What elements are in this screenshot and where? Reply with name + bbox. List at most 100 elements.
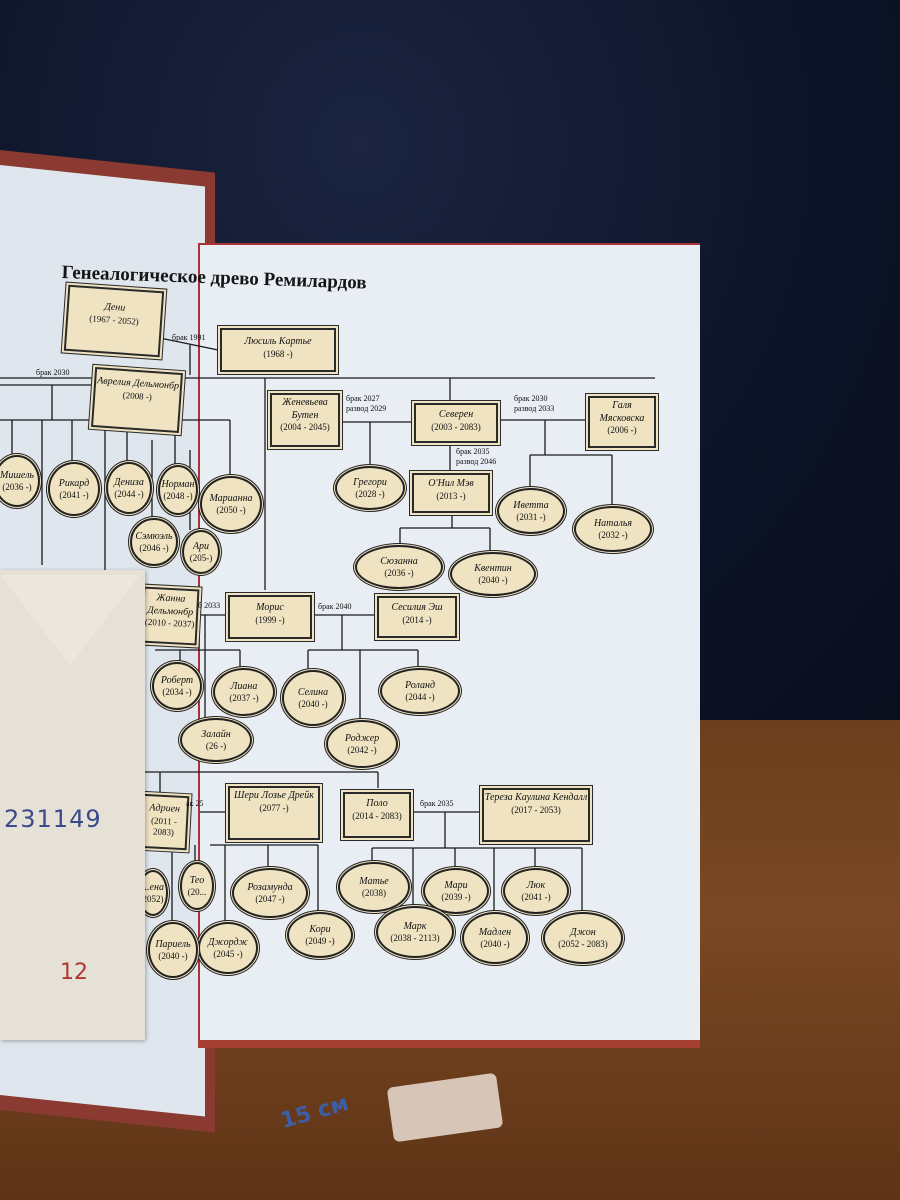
oval-years: (2048 -): [163, 490, 193, 501]
oval-years: (2044 -): [405, 691, 435, 702]
oval-dzhordzh: Джордж(2045 -): [198, 922, 258, 974]
oval-name: Марк: [403, 920, 427, 932]
node-lyusil: Люсиль Картье (1968 -): [220, 328, 336, 372]
node-years: (2077 -): [259, 802, 289, 813]
node-years: (2011 - 2083): [150, 814, 178, 838]
node-years: (2003 - 2083): [431, 421, 481, 432]
note-marriage: брак 1991: [172, 333, 206, 342]
oval-marianna: Марианна(2050 -): [200, 476, 262, 532]
node-avrelia: Аврелия Дельмонбр (2008 -): [91, 367, 183, 433]
oval-years: (2039 -): [441, 891, 471, 902]
oval-roland: Роланд(2044 -): [380, 668, 460, 714]
node-years: (2017 - 2053): [511, 804, 561, 815]
oval-years: (2042 -): [347, 744, 377, 755]
oval-name: Норман: [161, 478, 195, 490]
oval-name: Матье: [359, 875, 389, 887]
oval-ivetta: Иветта(2031 -): [497, 488, 565, 534]
oval-name: Наталья: [593, 517, 633, 529]
node-name: Жанна Дельмонбр: [147, 592, 194, 618]
handwritten-number: 231149: [4, 805, 102, 833]
oval-name: Розамунда: [247, 881, 293, 893]
note-marriage: брак 2035 развод 2046: [456, 447, 497, 466]
note-marriage: брак 2027 развод 2029: [346, 394, 387, 413]
oval-years: (2052 - 2083): [558, 938, 608, 949]
node-polo: Поло (2014 - 2083): [343, 792, 411, 838]
node-name: Северен: [438, 409, 474, 420]
oval-zalain: Залайн(26 -): [180, 718, 252, 762]
oval-years: (2045 -): [213, 948, 243, 959]
oval-natalya: Наталья(2032 -): [574, 506, 652, 552]
oval-kventin: Квентин(2040 -): [450, 552, 536, 596]
node-severen: Северен (2003 - 2083): [414, 403, 498, 443]
oval-name: ...ена: [142, 881, 164, 893]
oval-rodzher: Роджер(2042 -): [326, 720, 398, 768]
oval-name: Мари: [444, 879, 468, 891]
oval-years: (2028 -): [355, 488, 385, 499]
oval-name: Люк: [526, 879, 546, 891]
oval-years: (2038): [362, 887, 386, 898]
oval-denisa: Дениза(2044 -): [106, 462, 152, 514]
oval-name: Селина: [297, 686, 329, 698]
oval-years: (2047 -): [255, 893, 285, 904]
oval-rozamunda: Розамунда(2047 -): [232, 868, 308, 918]
node-onil: О'Нил Мэв (2013 -): [412, 473, 490, 513]
oval-years: (2040 -): [298, 698, 328, 709]
oval-name: Иветта: [513, 499, 549, 511]
node-years: (2013 -): [436, 490, 466, 501]
oval-name: Залайн: [201, 728, 231, 740]
oval-years: (2040 -): [158, 950, 188, 961]
oval-years: (2032 -): [598, 529, 628, 540]
oval-mark: Марк(2038 - 2113): [376, 906, 454, 958]
oval-madlen: Мадлен(2040 -): [462, 912, 528, 964]
oval-years: (2049 -): [305, 935, 335, 946]
oval-norman: Норман(2048 -): [158, 465, 198, 515]
oval-syuzanna: Сюзанна(2036 -): [355, 545, 443, 589]
oval-years: (2044 -): [114, 488, 144, 499]
oval-rikard: Рикард(2041 -): [48, 462, 100, 516]
oval-years: (2041 -): [59, 489, 89, 500]
node-name: Поло: [366, 798, 388, 809]
oval-years: (20...: [187, 886, 207, 897]
oval-name: Мишель: [0, 469, 34, 481]
oval-years: (2040 -): [478, 574, 508, 585]
oval-name: Роджер: [344, 732, 380, 744]
node-name: Адриен: [149, 802, 181, 815]
oval-years: (2036 -): [2, 481, 32, 492]
node-zhenevieva: Женевьева Бутен (2004 - 2045): [270, 393, 340, 447]
oval-name: Джордж: [208, 936, 248, 948]
node-name: О'Нил Мэв: [428, 478, 474, 489]
page-edge: [198, 1040, 700, 1048]
oval-samyuel: Сэмюэль(2046 -): [130, 518, 178, 566]
node-name: Морис: [256, 602, 284, 613]
node-years: (2014 - 2083): [352, 810, 402, 821]
oval-name: Кори: [309, 923, 331, 935]
oval-dzhon: Джон(2052 - 2083): [543, 912, 623, 964]
oval-name: Марианна: [209, 492, 253, 504]
oval-years: (2040 -): [480, 938, 510, 949]
node-years: (2006 -): [607, 425, 637, 435]
oval-robert: Роберт(2034 -): [152, 662, 202, 710]
oval-mateo: Матье(2038): [338, 862, 410, 912]
note-marriage: брак 2040: [318, 602, 352, 611]
oval-name: Сэмюэль: [135, 530, 173, 542]
oval-years: (205-): [189, 552, 213, 563]
oval-name: Грегори: [353, 476, 387, 488]
oval-name: Ари: [192, 540, 210, 552]
oval-years: (2031 -): [516, 511, 546, 522]
node-galya: Галя Мясковска (2006 -): [588, 396, 656, 448]
oval-years: (2050 -): [216, 504, 246, 515]
oval-name: Мадлен: [478, 926, 512, 938]
oval-name: Квентин: [474, 562, 512, 574]
node-sesiliya: Сесилия Эш (2014 -): [377, 596, 457, 638]
node-years: (2010 - 2037): [144, 616, 195, 630]
oval-pariel: Париель(2040 -): [148, 922, 198, 978]
handwritten-page: 12: [60, 960, 88, 985]
oval-years: (2038 - 2113): [390, 932, 440, 943]
oval-years: (26 -): [205, 740, 227, 751]
oval-liana: Лиана(2037 -): [213, 668, 275, 716]
oval-name: Лиана: [230, 680, 258, 692]
oval-years: 2052): [142, 893, 164, 904]
node-name: Люсиль Картье: [244, 336, 312, 347]
note-marriage: ак 25: [186, 799, 204, 808]
oval-years: (2041 -): [521, 891, 551, 902]
